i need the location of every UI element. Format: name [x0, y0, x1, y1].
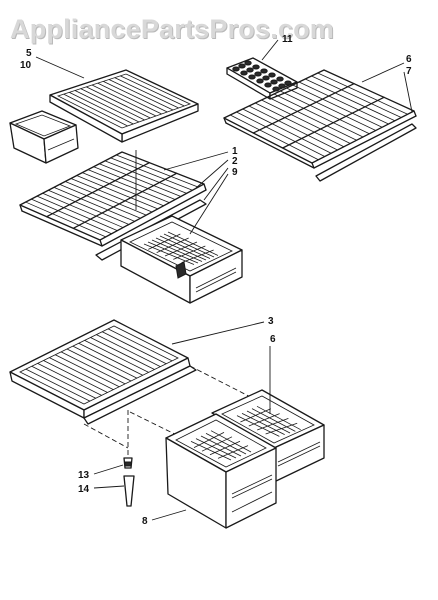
tray-cell	[276, 76, 284, 82]
callout-10: 10	[20, 60, 32, 71]
tray-cell	[264, 82, 272, 88]
callout-1: 1	[232, 146, 238, 157]
callout-2: 2	[232, 156, 238, 167]
callout-5: 5	[26, 48, 32, 59]
tray-cell	[262, 75, 270, 81]
crisper-drawer-front	[165, 413, 277, 529]
tray-cell	[244, 60, 252, 66]
tray-cell	[248, 74, 256, 80]
callout-13: 13	[78, 470, 90, 481]
tray-cell	[260, 68, 268, 74]
small-bin	[9, 110, 79, 164]
callout-3: 3	[268, 316, 274, 327]
tray-cell	[268, 72, 276, 78]
callout-9: 9	[232, 167, 238, 178]
callout-14: 14	[78, 484, 90, 495]
egg-tray	[226, 57, 298, 100]
tray-cell	[238, 63, 246, 69]
shelf-trim-upper-right	[315, 123, 417, 182]
tray-cell	[252, 64, 260, 70]
tray-cell	[240, 70, 248, 76]
tray-cell	[270, 79, 278, 85]
crisper-drawer-middle	[120, 215, 243, 304]
glass-shelf-top	[49, 69, 199, 143]
tray-cell	[246, 67, 254, 73]
callout-6-lower: 6	[270, 334, 276, 345]
callout-6: 6	[406, 54, 412, 65]
wire-shelf-middle	[19, 151, 207, 247]
tray-cell	[272, 86, 280, 92]
tray-cell	[256, 78, 264, 84]
wire-shelf-upper-right	[223, 69, 417, 169]
callout-8: 8	[142, 516, 148, 527]
tray-cell	[254, 71, 262, 77]
crisper-cover-shelf	[9, 319, 197, 425]
tray-cell	[232, 66, 240, 72]
leader-lines	[35, 39, 413, 521]
watermark-text: AppliancePartsPros.com	[10, 14, 335, 44]
support-post	[123, 410, 135, 507]
tray-cell	[278, 83, 286, 89]
callout-11: 11	[282, 34, 293, 45]
tray-cell	[284, 80, 292, 86]
callout-7: 7	[406, 66, 412, 77]
